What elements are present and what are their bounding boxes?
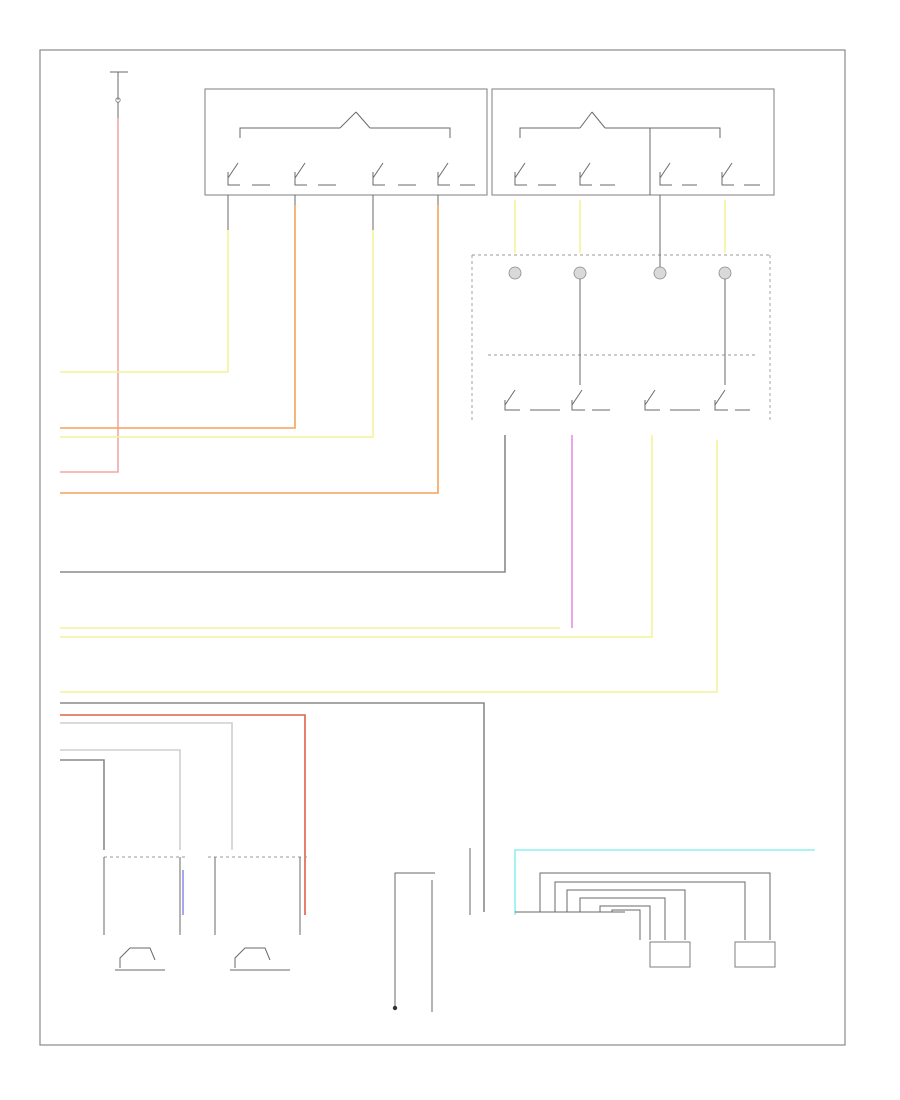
wire-yellow-2 [60, 230, 374, 438]
fuse-feed [110, 71, 128, 118]
switch-module-box-left [204, 88, 488, 196]
wire-gray-bus [60, 702, 485, 912]
wire-yellow-1 [60, 230, 229, 373]
occupant-module [392, 848, 471, 1012]
control-module-dashed [471, 254, 771, 420]
wire-pink-feed [60, 118, 119, 473]
switch-group-left [227, 111, 475, 186]
wire-cyan [514, 849, 815, 915]
switch-module-box-right [491, 88, 775, 196]
switch-group-right [514, 111, 760, 195]
bottom-right-bundle [515, 872, 776, 968]
wire-orange-1 [60, 205, 296, 429]
page-frame [39, 49, 846, 1046]
wire-red [60, 714, 306, 915]
harness-wires [60, 118, 815, 915]
control-module-connectors [504, 195, 750, 411]
front-impact-sensor-left [103, 856, 185, 971]
left-module-pins [227, 195, 439, 230]
wire-orange-2 [60, 205, 439, 494]
connector-node-3 [653, 266, 667, 280]
connector-node-1 [508, 266, 522, 280]
wire-yellow-5 [60, 440, 718, 693]
connector-node-4 [718, 266, 732, 280]
wire-gray-1 [60, 435, 506, 573]
wire-yellow-4 [60, 435, 653, 638]
connector-node-2 [573, 266, 587, 280]
ground-point [392, 1005, 398, 1011]
front-impact-sensor-right [208, 856, 310, 971]
